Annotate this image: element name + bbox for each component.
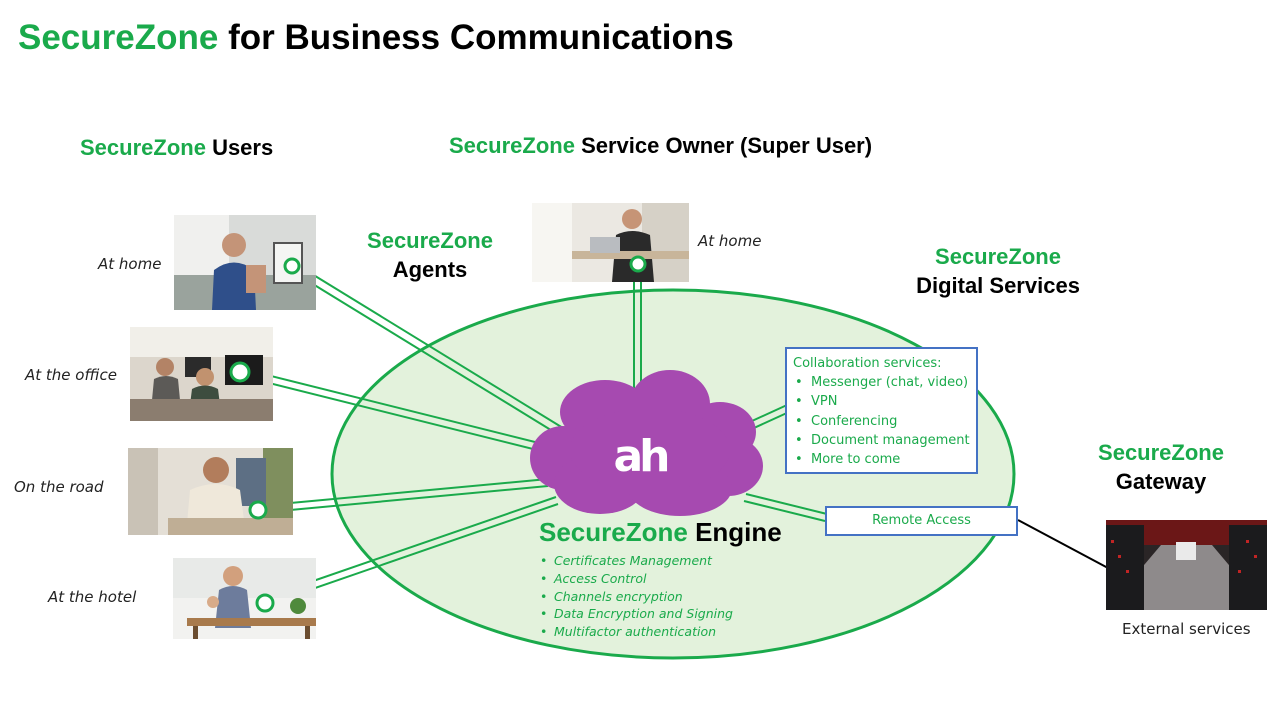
engine-logo: ah <box>613 431 667 482</box>
gateway-heading-line2: Gateway <box>1115 469 1207 494</box>
engine-feature-item: Multifactor authentication <box>540 623 733 641</box>
engine-feature-item: Access Control <box>540 570 733 588</box>
link-gateway <box>1017 519 1109 569</box>
engine-title-brand: SecureZone <box>539 517 688 547</box>
location-user-hotel: At the hotel <box>48 588 137 606</box>
engine-features-list: Certificates Management Access Control C… <box>540 552 733 641</box>
external-services-label: External services <box>1122 620 1251 638</box>
link-service-owner <box>633 266 642 394</box>
digital-services-heading-line2: Digital Services <box>916 273 1080 298</box>
engine-title-rest: Engine <box>695 517 782 547</box>
agents-heading-line2: Agents <box>392 257 468 282</box>
collaboration-services-title: Collaboration services: <box>793 356 942 371</box>
photo-external-services <box>1106 520 1267 610</box>
engine-feature-item: Data Encryption and Signing <box>540 605 733 623</box>
users-heading-rest: Users <box>212 135 274 160</box>
photo-user-office <box>130 327 273 421</box>
link-user-office <box>240 368 556 455</box>
remote-access-box: Remote Access <box>825 506 1018 536</box>
location-service-owner: At home <box>698 232 762 250</box>
engine-feature-item: Channels encryption <box>540 588 733 606</box>
engine-cloud <box>530 370 763 516</box>
main-title: SecureZone for Business Communications <box>18 18 734 58</box>
users-heading-brand: SecureZone <box>80 135 206 160</box>
photo-service-owner <box>532 203 689 282</box>
location-user-home: At home <box>98 255 162 273</box>
collaboration-services-box: Collaboration services: Messenger (chat,… <box>785 347 978 474</box>
engine-title: SecureZone Engine <box>539 517 782 548</box>
location-user-office: At the office <box>25 366 117 384</box>
location-user-road: On the road <box>14 478 104 496</box>
digital-services-heading: SecureZone Digital Services <box>898 242 1098 300</box>
link-user-road <box>257 478 549 514</box>
agents-heading-line1: SecureZone <box>367 228 493 253</box>
connection-lines <box>240 262 828 606</box>
engine-feature-item: Certificates Management <box>540 552 733 570</box>
collaboration-service-item: More to come <box>793 450 970 469</box>
service-owner-heading: SecureZone Service Owner (Super User) <box>449 133 872 159</box>
gateway-heading: SecureZone Gateway <box>1081 438 1241 496</box>
photo-user-hotel <box>173 558 316 639</box>
gateway-heading-line1: SecureZone <box>1098 440 1224 465</box>
collaboration-service-item: VPN <box>793 392 970 411</box>
collaboration-service-item: Messenger (chat, video) <box>793 373 970 392</box>
main-title-rest: for Business Communications <box>228 18 734 57</box>
agents-heading: SecureZone Agents <box>350 226 510 284</box>
service-owner-heading-rest: Service Owner (Super User) <box>581 133 873 158</box>
users-heading: SecureZone Users <box>80 135 273 161</box>
collaboration-services-list: Messenger (chat, video) VPN Conferencing… <box>793 373 970 469</box>
collaboration-service-item: Conferencing <box>793 412 970 431</box>
main-title-brand: SecureZone <box>18 18 219 57</box>
link-user-home <box>289 262 564 436</box>
collaboration-service-item: Document management <box>793 431 970 450</box>
digital-services-heading-line1: SecureZone <box>935 244 1061 269</box>
photo-user-home <box>174 215 316 310</box>
service-owner-heading-brand: SecureZone <box>449 133 575 158</box>
link-remote-access <box>743 493 828 522</box>
photo-user-road <box>128 448 293 535</box>
